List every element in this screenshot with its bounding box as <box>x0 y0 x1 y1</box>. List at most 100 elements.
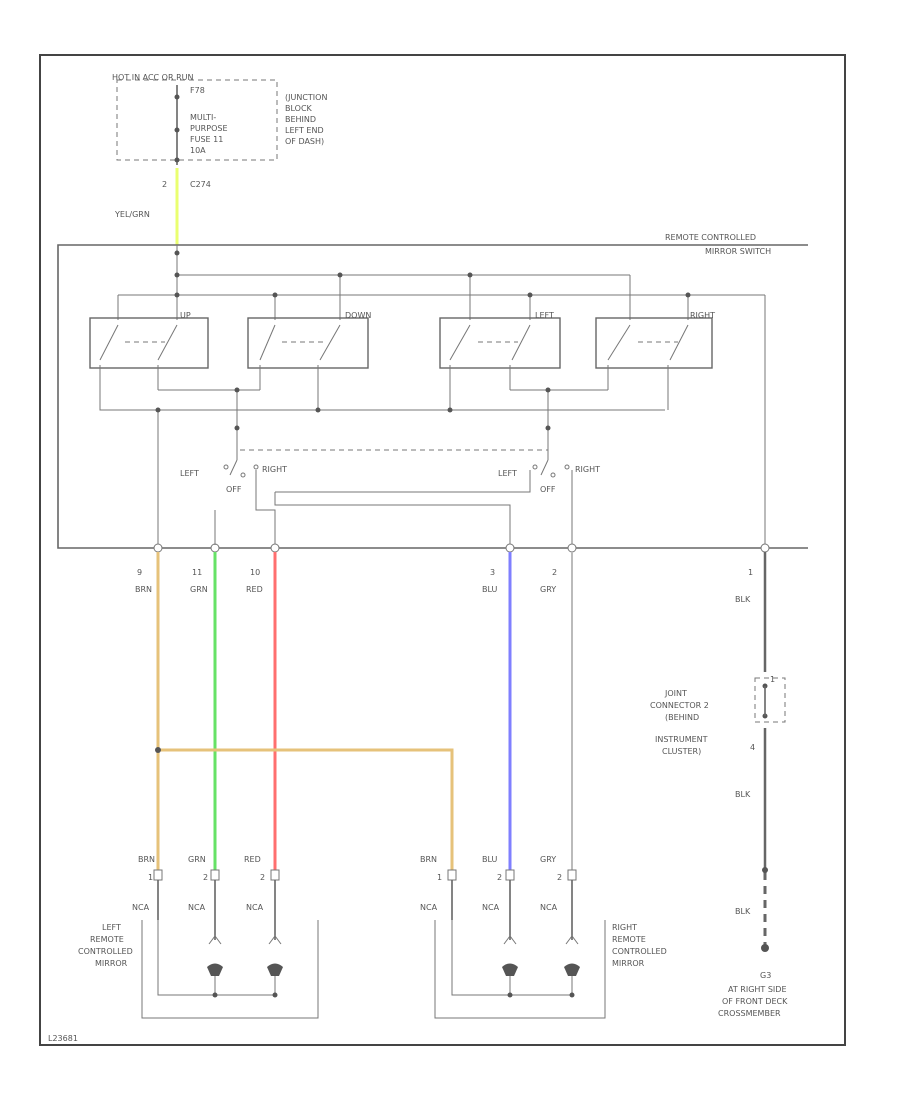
joint-line-4: INSTRUMENT <box>655 735 708 744</box>
left-mirror-line-2: REMOTE <box>90 935 124 944</box>
ground-color-top: BLK <box>735 595 751 604</box>
right-pin-num-2: 2 <box>557 873 562 882</box>
right-pin-num-1: 2 <box>497 873 502 882</box>
switch-right <box>595 317 713 369</box>
switch-connector-pins <box>153 543 770 553</box>
fuse-node-bottom <box>174 157 180 163</box>
pin-num-2: 10 <box>250 568 260 577</box>
junction-block-outline <box>116 79 278 161</box>
joint-line-1: JOINT <box>664 689 687 698</box>
pin-color-1: GRN <box>190 585 208 594</box>
left-mirror-pin-labels: BRN GRN RED 1 2 2 NCA NCA NCA <box>132 855 265 912</box>
ground-color-bottom: BLK <box>735 907 751 916</box>
right-pin-color-2: GRY <box>540 855 556 864</box>
left-pin-conn-1: NCA <box>188 903 206 912</box>
ground-line-3: CROSSMEMBER <box>718 1009 781 1018</box>
location-line-5: OF DASH) <box>285 137 324 146</box>
selector-right-left: LEFT <box>498 469 517 478</box>
switch-label-up: UP <box>180 311 191 320</box>
selector-right <box>274 459 573 548</box>
right-mirror-connectors <box>447 869 577 940</box>
left-mirror-connectors <box>153 869 280 940</box>
switch-outputs <box>99 365 669 548</box>
ground-pin: 1 <box>748 568 753 577</box>
right-pin-color-0: BRN <box>420 855 437 864</box>
joint-line-3: (BEHIND <box>665 713 699 722</box>
ground-color-mid: BLK <box>735 790 751 799</box>
ground-line-2: OF FRONT DECK <box>722 997 788 1006</box>
fuse-node-top <box>174 94 180 100</box>
fuse-line-2: PURPOSE <box>190 124 228 133</box>
left-pin-num-0: 1 <box>148 873 153 882</box>
brn-splice-node <box>155 747 161 753</box>
location-line-2: BLOCK <box>285 104 313 113</box>
left-mirror-outline <box>141 920 319 1019</box>
fuse-node-mid <box>174 127 180 133</box>
fuse-header: HOT IN ACC OR RUN <box>112 73 193 82</box>
joint-pin-top: 1 <box>770 675 775 684</box>
left-pin-num-1: 2 <box>203 873 208 882</box>
selector-left <box>223 459 276 548</box>
ground-line-1: AT RIGHT SIDE <box>728 985 787 994</box>
ground-id: G3 <box>760 971 771 980</box>
fuse-line-1: MULTI- <box>190 113 216 122</box>
selector-left-off: OFF <box>226 485 242 494</box>
switch-title-2: MIRROR SWITCH <box>705 247 771 256</box>
location-line-3: BEHIND <box>285 115 316 124</box>
wire-brn-branch <box>158 748 454 872</box>
right-mirror-pin-labels: BRN BLU GRY 1 2 2 NCA NCA NCA <box>420 855 562 912</box>
right-pin-color-1: BLU <box>482 855 498 864</box>
switch-down <box>247 317 369 369</box>
left-pin-conn-0: NCA <box>132 903 150 912</box>
selector-right-right: RIGHT <box>575 465 600 474</box>
switch-label-left: LEFT <box>535 311 554 320</box>
switch-label-down: DOWN <box>345 311 371 320</box>
bus-taps <box>274 275 689 320</box>
right-mirror-line-2: REMOTE <box>612 935 646 944</box>
pin-num-1: 11 <box>192 568 202 577</box>
pin-color-0: BRN <box>135 585 152 594</box>
left-pin-conn-2: NCA <box>246 903 264 912</box>
bus-nodes <box>174 250 691 298</box>
pin-color-4: GRY <box>540 585 556 594</box>
diagram-frame <box>39 54 846 1046</box>
right-pin-conn-0: NCA <box>420 903 438 912</box>
right-pin-conn-1: NCA <box>482 903 500 912</box>
joint-pin-bottom: 4 <box>750 743 755 752</box>
right-mirror-outline <box>434 920 606 1019</box>
switch-left <box>439 317 561 369</box>
left-mirror-line-1: LEFT <box>102 923 121 932</box>
joint-line-5: CLUSTER) <box>662 747 701 756</box>
left-pin-num-2: 2 <box>260 873 265 882</box>
ground-splice-node <box>762 867 768 873</box>
right-mirror-line-4: MIRROR <box>612 959 645 968</box>
left-pin-color-0: BRN <box>138 855 155 864</box>
fuse-line-3: FUSE 11 <box>190 135 223 144</box>
right-mirror-line-3: CONTROLLED <box>612 947 667 956</box>
pin-color-3: BLU <box>482 585 498 594</box>
switch-up <box>89 317 209 369</box>
selector-left-right: RIGHT <box>262 465 287 474</box>
pin-color-2: RED <box>246 585 263 594</box>
joint-line-2: CONNECTOR 2 <box>650 701 709 710</box>
footer-code: L23681 <box>48 1034 78 1043</box>
switch-title-1: REMOTE CONTROLLED <box>665 233 756 242</box>
fuse-pin-top: F78 <box>190 86 205 95</box>
right-pin-conn-2: NCA <box>540 903 558 912</box>
pin-num-3: 3 <box>490 568 495 577</box>
right-pin-num-0: 1 <box>437 873 442 882</box>
left-mirror-line-4: MIRROR <box>95 959 128 968</box>
left-pin-color-1: GRN <box>188 855 206 864</box>
left-pin-color-2: RED <box>244 855 261 864</box>
pin-num-0: 9 <box>137 568 142 577</box>
left-mirror-line-3: CONTROLLED <box>78 947 133 956</box>
joint-connector-outline <box>754 677 786 723</box>
location-line-4: LEFT END <box>285 126 324 135</box>
selector-right-off: OFF <box>540 485 556 494</box>
ground-point-icon <box>761 944 769 952</box>
right-mirror-line-1: RIGHT <box>612 923 637 932</box>
right-mirror-motor-icons <box>451 920 580 998</box>
fuse-line-4: 10A <box>190 146 206 155</box>
location-line-1: (JUNCTION <box>285 93 327 102</box>
